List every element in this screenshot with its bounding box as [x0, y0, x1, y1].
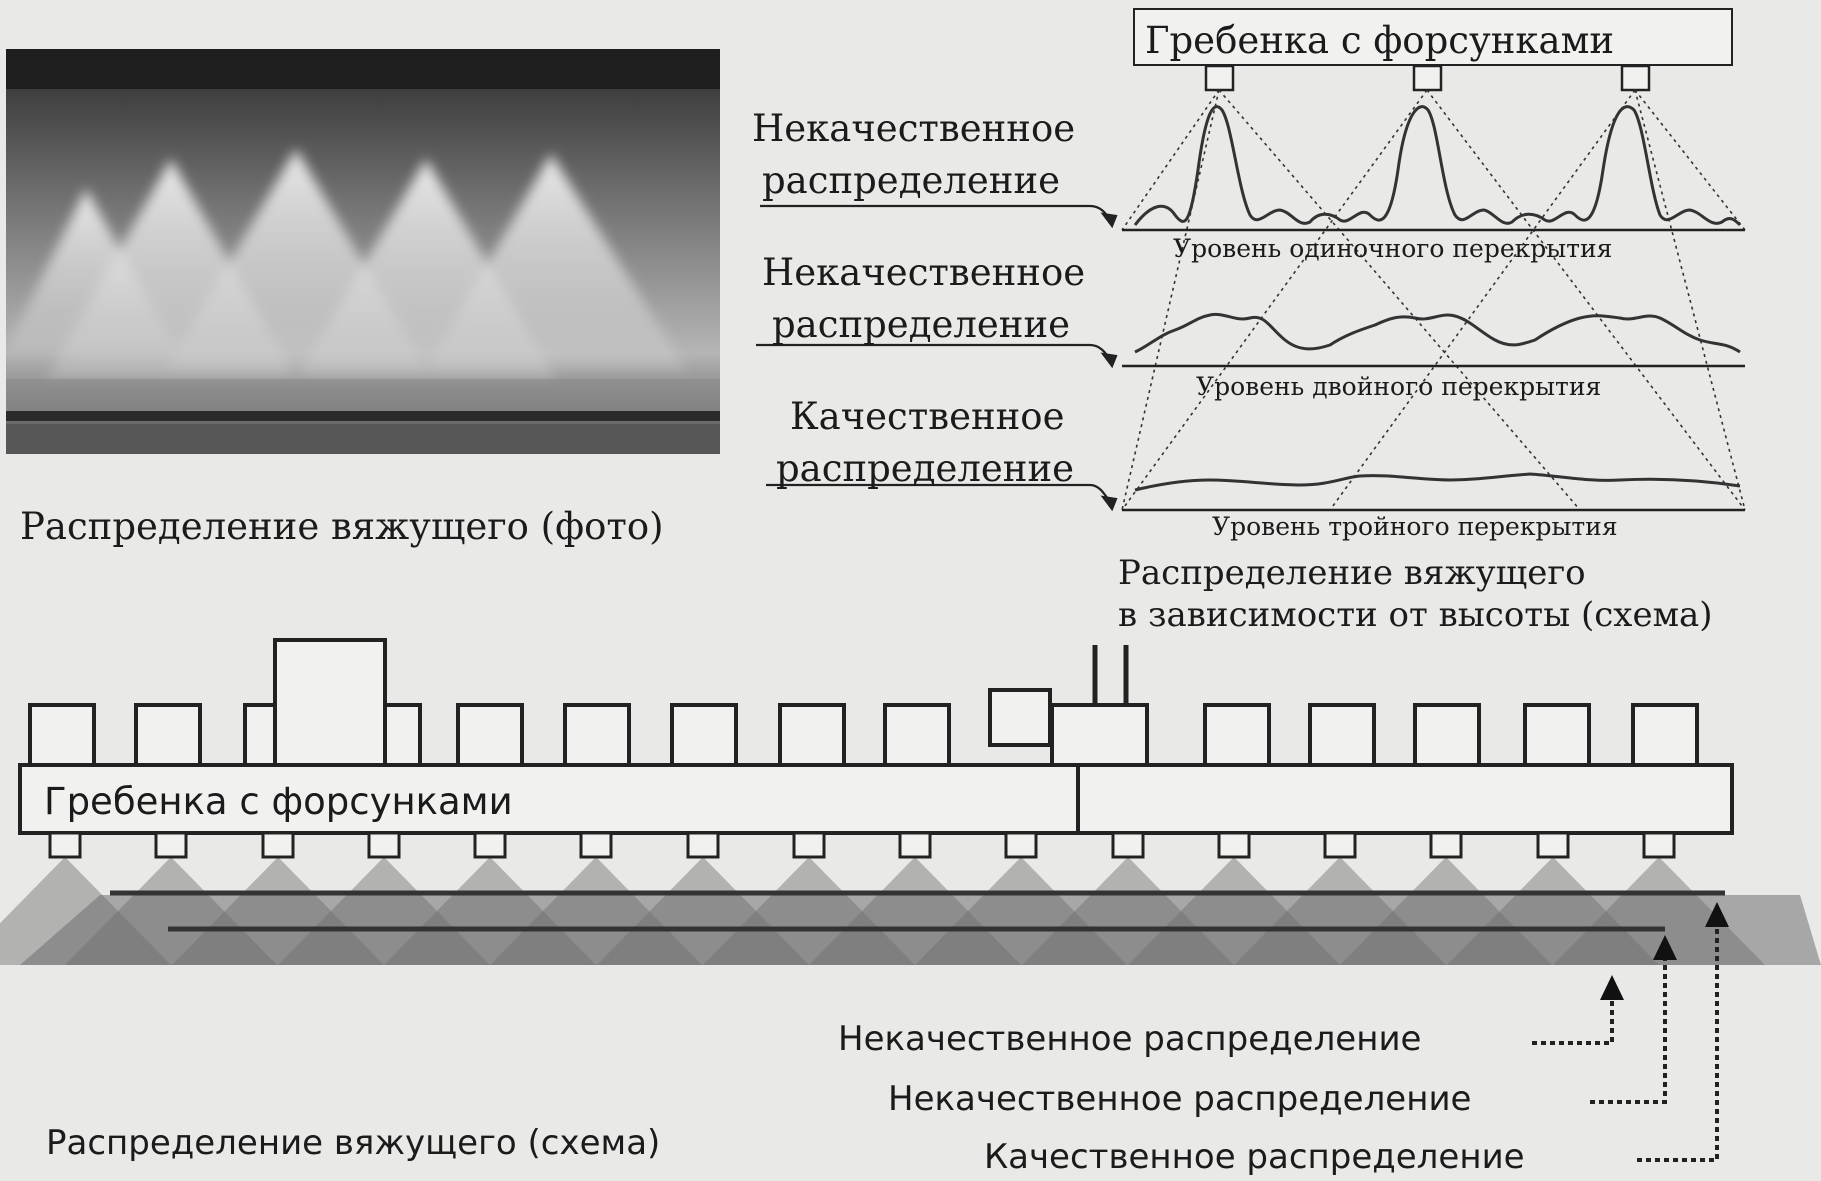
height-row-2-label-2: распределение — [772, 303, 1071, 346]
spray-cone — [65, 857, 277, 965]
spray-cone — [597, 857, 809, 965]
spray-photo-image — [6, 49, 720, 454]
spray-cone — [1447, 857, 1659, 965]
spray-cone — [490, 857, 702, 965]
distribution-curve-1 — [1133, 105, 1742, 227]
height-row-3-label-1: Качественное — [790, 395, 1065, 438]
spray-cone — [384, 857, 596, 965]
spray-cone — [0, 857, 171, 965]
height-row-1-level: Уровень одиночного перекрытия — [1173, 234, 1613, 263]
legend-item-3: Качественное распределение — [984, 1137, 1525, 1177]
spray-cone — [703, 857, 915, 965]
distribution-curve-3 — [1134, 472, 1741, 492]
nozzle-manifold-header-label: Гребенка с форсунками — [1145, 19, 1615, 62]
bar-nozzles — [48, 831, 1676, 859]
spray-cone — [1234, 857, 1446, 965]
tank-compartments — [28, 638, 1699, 767]
nozzle-bar — [18, 763, 1734, 835]
spray-cone — [1340, 857, 1552, 965]
legend-item-2: Некачественное распределение — [888, 1079, 1472, 1119]
height-row-1-label-1: Некачественное — [752, 107, 1076, 150]
photo-caption: Распределение вяжущего (фото) — [20, 505, 664, 548]
height-scheme-caption-1: Распределение вяжущего — [1118, 553, 1586, 593]
spray-cone — [278, 857, 490, 965]
spray-cone — [1022, 857, 1234, 965]
spray-cone — [915, 857, 1127, 965]
height-row-1-label-2: распределение — [762, 159, 1061, 202]
spray-cone — [172, 857, 384, 965]
distribution-curve-2 — [1134, 312, 1741, 354]
spray-pattern — [0, 857, 1765, 965]
legend-item-1: Некачественное распределение — [838, 1019, 1422, 1059]
spray-cone — [1553, 857, 1765, 965]
bar-scheme-caption: Распределение вяжущего (схема) — [46, 1123, 661, 1163]
spray-cone — [809, 857, 1021, 965]
height-row-2-level: Уровень двойного перекрытия — [1196, 372, 1602, 401]
spray-photo — [6, 49, 720, 454]
pump-pipe — [1092, 645, 1129, 705]
spray-cone-lines — [1121, 89, 1746, 511]
spray-cone — [1128, 857, 1340, 965]
nozzle-manifold-header: Гребенка с форсунками — [1133, 8, 1733, 66]
label-pointer-arrows — [756, 204, 1118, 512]
height-row-2-label-1: Некачественное — [762, 251, 1086, 294]
height-row-3-label-2: распределение — [776, 447, 1075, 490]
height-scheme-caption-2: в зависимости от высоты (схема) — [1118, 595, 1713, 635]
bar-label: Гребенка с форсунками — [44, 780, 513, 823]
legend-arrowheads — [1600, 902, 1729, 1000]
legend-leaders — [1532, 925, 1719, 1162]
height-row-3-level: Уровень тройного перекрытия — [1212, 512, 1618, 541]
